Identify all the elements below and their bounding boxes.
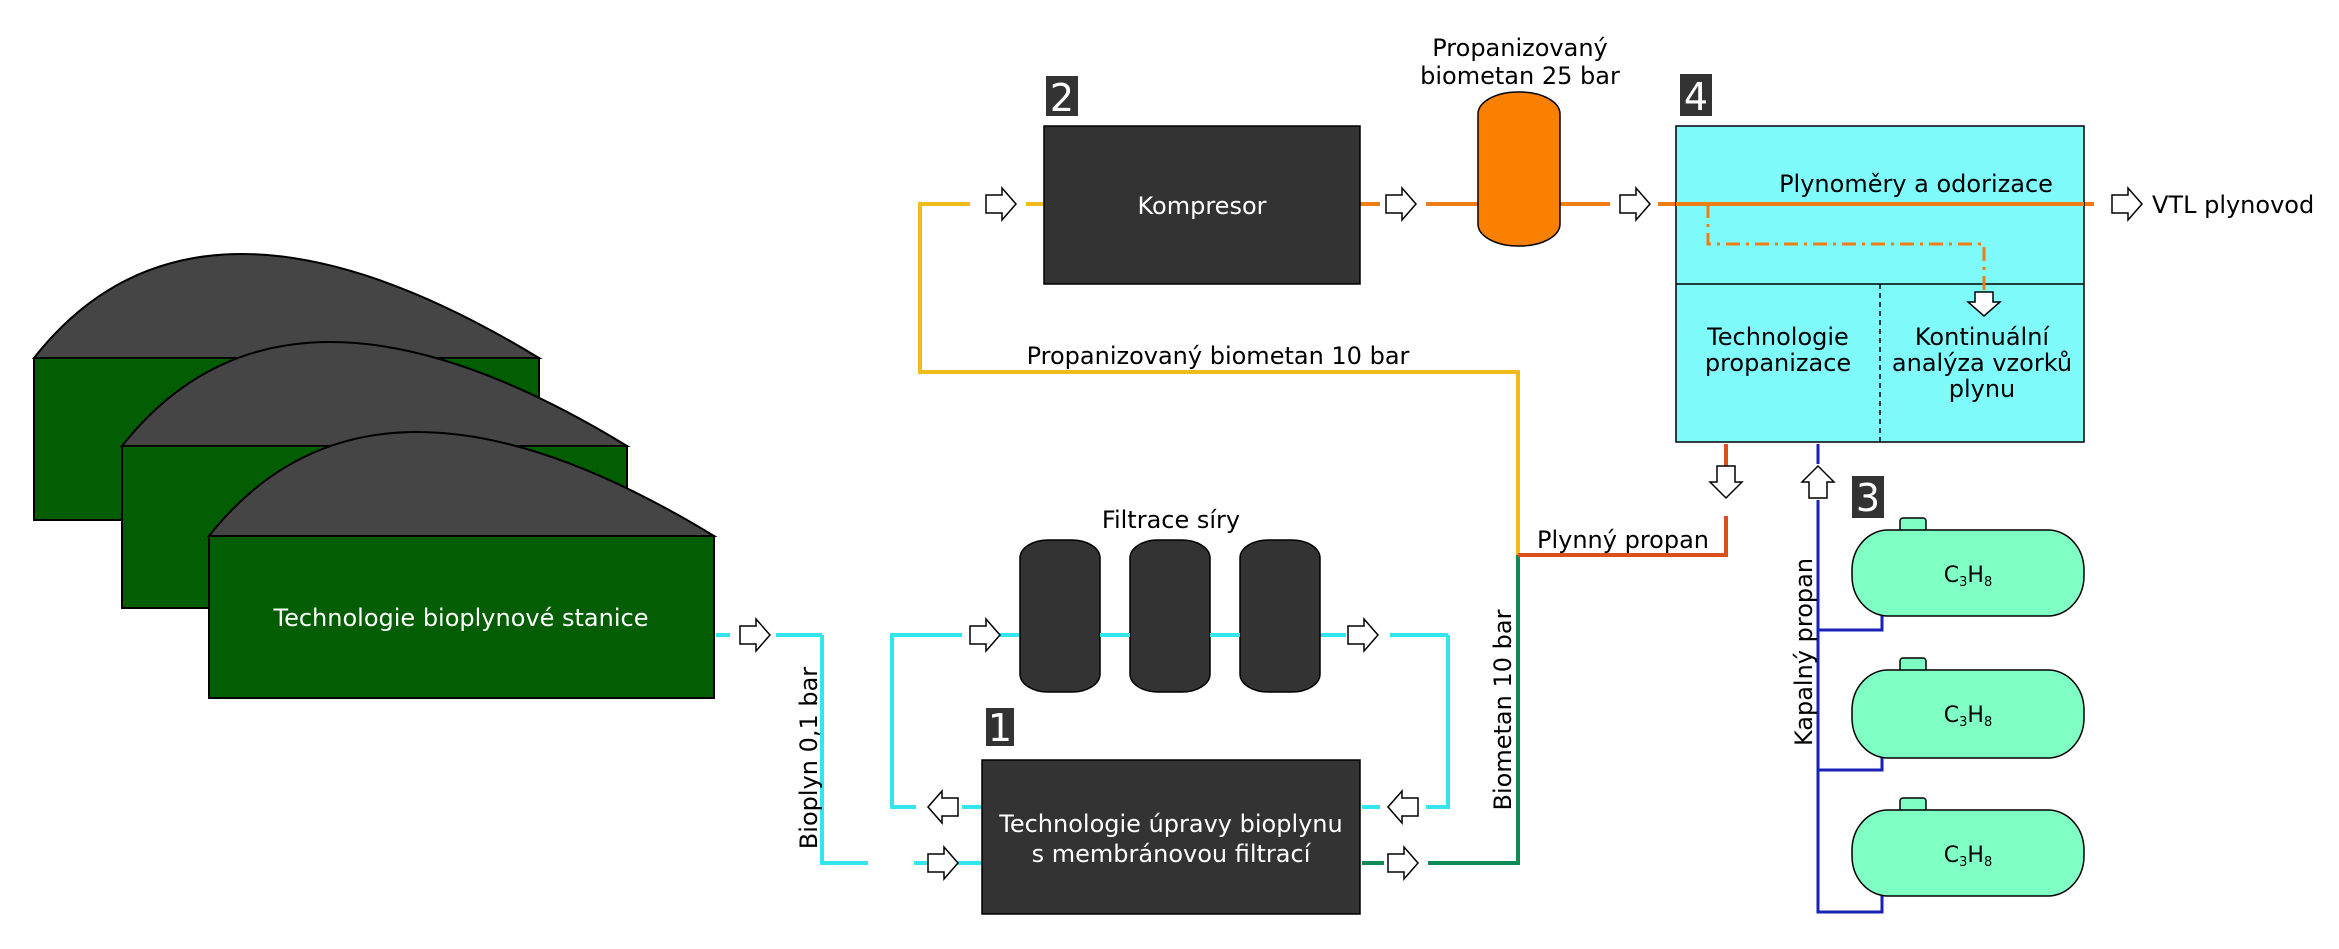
svg-text:C3H8: C3H8 (1944, 563, 1992, 590)
step-badge (1680, 74, 1712, 116)
filter-vessel (1239, 539, 1321, 693)
digester-dome (206, 431, 718, 537)
propanization-label-line1: Technologie (1706, 323, 1849, 351)
svg-text:C3H8: C3H8 (1944, 703, 1992, 730)
membrane-label-line1: Technologie úpravy bioplynu (998, 810, 1342, 838)
biomethane-pipe (1362, 555, 1520, 865)
step-badge (1046, 76, 1078, 116)
filter-vessel (1019, 539, 1101, 693)
vtl-pipeline-label: VTL plynovod (2152, 191, 2314, 219)
step-number: 2 (1050, 76, 1074, 120)
gaseous-propane-label: Plynný propan (1537, 526, 1709, 554)
arrow-right-icon (985, 186, 1017, 222)
arrow-right-icon (1347, 617, 1379, 653)
liquid-propane-label: Kapalný propan (1790, 558, 1818, 746)
step-number: 1 (988, 706, 1012, 750)
propane-tank: C3H8 (1851, 797, 2085, 897)
metering-odorization-label: Plynoměry a odorizace (1779, 170, 2053, 198)
propanization-label-line2: propanizace (1705, 349, 1851, 377)
gas-analysis-label-line1: Kontinuální (1915, 323, 2051, 351)
step-number: 4 (1684, 75, 1708, 119)
digester-dome (31, 253, 543, 359)
arrow-up-icon (1800, 464, 1836, 499)
gas-analysis-label-line3: plynu (1949, 375, 2016, 403)
svg-text:C3H8: C3H8 (1944, 843, 1992, 870)
liquid-propane-pipe (1816, 444, 1884, 914)
arrow-left-icon (1387, 789, 1419, 825)
biomethane-pipe-label: Biometan 10 bar (1489, 609, 1517, 810)
step-badge (1852, 476, 1884, 518)
propane-tank: C3H8 (1851, 517, 2085, 617)
biogas-pipe (716, 633, 984, 865)
arrow-right-icon (1387, 845, 1419, 881)
compressor-box (1043, 125, 1361, 285)
biogas-station-label: Technologie bioplynové stanice (273, 604, 649, 632)
biomethane-25bar-label-line1: Propanizovaný (1432, 34, 1608, 62)
propane-storage: 3 C3H8 C3H8 C3H8 (1851, 476, 2085, 897)
biogas-station: Technologie bioplynové stanice (31, 253, 718, 699)
arrow-down-icon (1708, 465, 1744, 500)
biogas-pipe-label: Bioplyn 0,1 bar (795, 667, 823, 850)
sulfur-filters: Filtrace síry (1019, 506, 1321, 693)
membrane-unit: 1 Technologie úpravy bioplynu s membráno… (981, 706, 1361, 915)
arrow-right-icon (1619, 186, 1651, 222)
pressure-vessel (1477, 91, 1561, 247)
arrow-right-icon (1385, 186, 1417, 222)
compressor-unit: 2 Kompresor (1043, 76, 1361, 285)
membrane-label-line2: s membránovou filtrací (1032, 840, 1312, 868)
arrow-right-icon (927, 845, 959, 881)
digester-base (208, 535, 715, 699)
arrow-right-icon (739, 617, 771, 653)
step-number: 3 (1856, 476, 1880, 520)
gas-analysis-label-line2: analýza vzorků (1892, 349, 2072, 377)
biomethane-25bar-tank: Propanizovaný biometan 25 bar (1420, 34, 1620, 247)
filter-vessel (1129, 539, 1211, 693)
biomethane-25bar-label-line2: biometan 25 bar (1420, 62, 1620, 90)
compressor-label: Kompresor (1138, 192, 1267, 220)
propanized-biomethane-10bar-label: Propanizovaný biometan 10 bar (1027, 342, 1410, 370)
arrow-left-icon (927, 789, 959, 825)
arrow-right-icon (969, 617, 1001, 653)
membrane-box (981, 759, 1361, 915)
arrow-down-icon (1966, 291, 2002, 317)
sulfur-filter-label: Filtrace síry (1102, 506, 1240, 534)
metering-station: 4 Plynoměry a odorizace Technologie prop… (1675, 74, 2085, 443)
digester-dome (119, 341, 631, 447)
propane-tank: C3H8 (1851, 657, 2085, 759)
digester-tank-front: Technologie bioplynové stanice (206, 431, 718, 699)
arrow-right-icon (2111, 186, 2143, 222)
step-badge (986, 708, 1014, 746)
propanized-biomethane-10bar-pipe (918, 202, 1520, 555)
